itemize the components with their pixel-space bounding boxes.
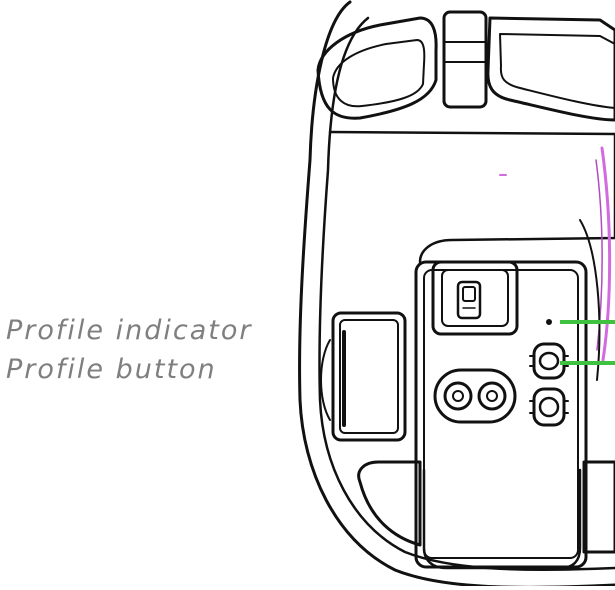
profile-button-housing — [532, 342, 566, 380]
bottom-foot-right — [582, 460, 615, 554]
top-right-foot-inner — [499, 33, 615, 109]
mouse-outer-shell — [298, 0, 615, 586]
left-side-curve — [320, 339, 331, 421]
right-side-contour — [579, 219, 601, 381]
lower-button-icon — [538, 396, 560, 418]
bottom-foot — [357, 460, 422, 547]
round-button-icon — [486, 390, 498, 402]
profile-button-icon — [538, 351, 560, 371]
round-button-icon — [452, 390, 464, 402]
top-left-foot — [316, 16, 438, 120]
switch-frame — [431, 260, 519, 336]
battery-door-inner — [339, 319, 399, 434]
profile-button-label: Profile button — [6, 354, 217, 385]
dock-base — [422, 468, 582, 570]
profile-button-side — [529, 355, 569, 367]
top-left-foot-inner — [332, 39, 426, 108]
accent-glow — [600, 146, 612, 362]
lower-button-housing — [532, 387, 566, 427]
switch-inner — [441, 269, 509, 327]
screw-plate — [433, 368, 517, 424]
top-right-foot — [486, 16, 615, 122]
slide-switch-knob — [462, 286, 476, 302]
lower-button-side — [529, 400, 569, 414]
cable-housing — [442, 10, 488, 109]
round-button-icon — [443, 381, 473, 411]
led-dot-icon — [546, 319, 552, 325]
slide-switch-icon — [456, 280, 482, 320]
battery-door — [331, 311, 407, 442]
mouse-inner-shell — [318, 16, 615, 571]
profile-indicator-label: Profile indicator — [6, 315, 253, 346]
sensor-plate — [328, 130, 615, 264]
round-button-icon — [477, 381, 507, 411]
